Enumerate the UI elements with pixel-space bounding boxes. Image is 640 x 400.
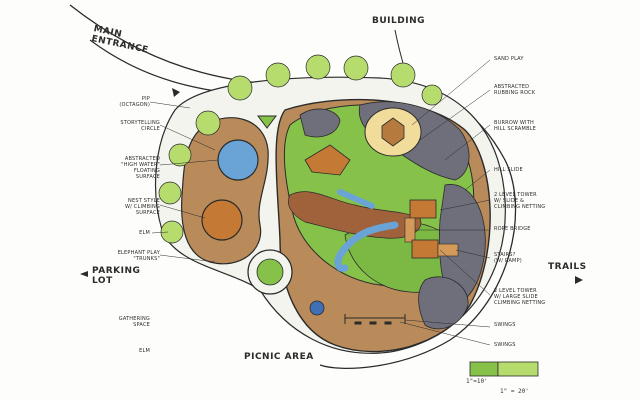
nest-climbing-structure: [201, 199, 243, 241]
label-left-4: Elm: [139, 230, 150, 236]
label-right-8: Swings: [494, 322, 516, 328]
label-right-4: 2 level tower w/ slide & climbing nettin…: [494, 192, 546, 210]
spinner: [309, 300, 325, 316]
parking-lot-label: Parking Lot: [92, 266, 141, 286]
label-left-7: Elm: [139, 348, 150, 354]
trees: [158, 54, 443, 244]
label-right-1: Abstracted rubbing rock: [494, 84, 536, 96]
label-right-2: Burrow with hill scramble: [494, 120, 537, 132]
label-right-3: Hill slide: [494, 167, 523, 173]
label-right-6: Stairs? (w/ ramp): [494, 252, 522, 264]
main-entrance-path: [69, 4, 517, 369]
building-label: Building: [372, 16, 425, 26]
label-left-2: Abstracted "high water" floating surface: [121, 156, 160, 180]
rock-mass-right: [438, 184, 486, 306]
storytelling-circle: [217, 139, 259, 181]
label-right-5: Rope bridge: [494, 226, 531, 232]
hill-slide: [337, 189, 375, 209]
swings: [344, 314, 406, 325]
pip-marker: [257, 115, 277, 129]
rock-mass-left: [299, 108, 341, 138]
sand-play-structure: [381, 117, 405, 147]
rope-bridge: [404, 217, 416, 243]
left-island: [181, 117, 269, 265]
parking-arrow: [80, 271, 88, 277]
gathering-circle-inner: [256, 258, 284, 286]
main-entrance-arrow: [172, 88, 180, 97]
scale-ratio-label: 1" = 20': [500, 388, 529, 395]
rock-mass-lower: [418, 276, 469, 330]
trails-label: Trails: [548, 262, 587, 272]
scale-bar-label: 1"=10': [466, 378, 488, 385]
label-left-0: Pip (octagon): [119, 96, 150, 108]
label-left-1: Storytelling Circle: [120, 120, 160, 132]
tower-stairs: [437, 243, 459, 257]
label-right-0: Sand play: [494, 56, 524, 62]
leader-lines-right: [399, 59, 491, 346]
label-left-5: Elephant play "trunks": [117, 250, 160, 262]
label-left-6: Gathering space: [118, 316, 150, 328]
tower-lower: [411, 239, 439, 259]
picnic-area-label: Picnic Area: [244, 352, 314, 362]
label-right-7: 2 level tower w/ large slide climbing ne…: [494, 288, 546, 306]
scale-bar: [469, 361, 539, 377]
tower-upper: [409, 199, 437, 219]
label-right-9: Swings: [494, 342, 516, 348]
trails-arrow: [575, 276, 583, 284]
label-left-3: Nest style w/ climbing surface: [124, 198, 160, 216]
leader-lines-left: [149, 101, 219, 263]
rubbing-rock: [304, 144, 351, 176]
large-slide: [334, 221, 399, 272]
